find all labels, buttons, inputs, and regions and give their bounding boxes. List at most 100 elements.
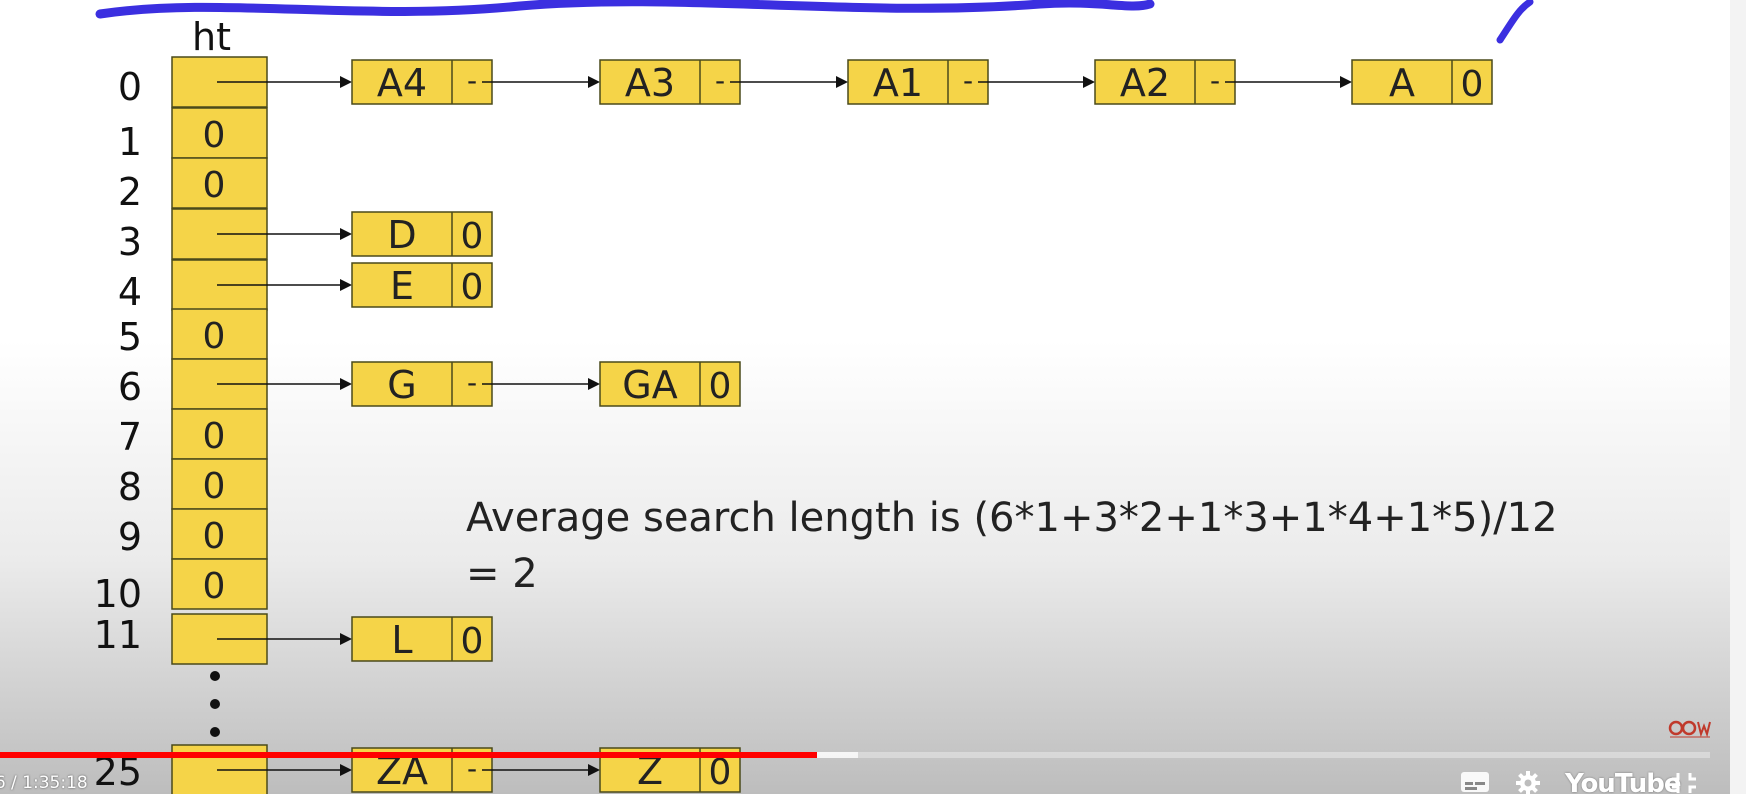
node-box <box>351 59 493 105</box>
node-link-marker: - <box>467 64 477 97</box>
arrow-head <box>588 76 600 88</box>
node-key: A3 <box>625 61 675 105</box>
node-box <box>351 211 493 257</box>
arrow-head <box>340 378 352 390</box>
chain-node: A4 - <box>351 59 493 105</box>
node-box <box>1351 59 1493 105</box>
node-link-marker: - <box>963 64 973 97</box>
row-index: 11 <box>94 613 142 657</box>
time-display: 46 / 1:35:18 <box>0 773 88 793</box>
average-formula: Average search length is (6*1+3*2+1*3+1*… <box>466 495 1558 541</box>
arrow-head <box>340 764 352 776</box>
chain-node: A3 - <box>599 59 741 105</box>
node-box <box>847 59 989 105</box>
arrow-head <box>340 76 352 88</box>
settings-gear-icon[interactable] <box>1514 769 1542 794</box>
arrow-head <box>1083 76 1095 88</box>
ocw-logo-icon <box>1668 718 1712 740</box>
arrow-head <box>588 764 600 776</box>
slot-null: 0 <box>203 316 226 357</box>
node-null: 0 <box>461 267 484 308</box>
table-slot <box>171 308 268 360</box>
ellipsis-dots <box>210 671 220 737</box>
table-slot <box>171 157 268 209</box>
ellipsis-dot <box>210 671 220 681</box>
table-slot <box>171 458 268 510</box>
node-link-marker: - <box>467 366 477 399</box>
node-box <box>599 361 741 407</box>
node-null: 0 <box>461 621 484 662</box>
slot-null: 0 <box>203 165 226 206</box>
time-current: 46 <box>0 773 6 793</box>
arrow-head <box>340 279 352 291</box>
annotation-scribble <box>95 0 1155 19</box>
arrow-head <box>836 76 848 88</box>
node-null: 0 <box>461 216 484 257</box>
node-key: G <box>387 363 416 407</box>
node-box <box>351 262 493 308</box>
row-index: 1 <box>118 120 142 164</box>
node-key: A2 <box>1120 61 1170 105</box>
row-index: 2 <box>118 170 142 214</box>
ellipsis-dot <box>210 727 220 737</box>
chain-node: A1 - <box>847 59 989 105</box>
row-index: 10 <box>94 572 142 616</box>
subtitles-icon[interactable] <box>1460 770 1490 794</box>
node-link-marker: - <box>1210 64 1220 97</box>
row-index: 4 <box>118 270 142 314</box>
arrow-head <box>1340 76 1352 88</box>
slot-null: 0 <box>203 115 226 156</box>
node-link-marker: - <box>467 752 477 785</box>
slot-null: 0 <box>203 466 226 507</box>
progress-bar[interactable] <box>0 752 1710 758</box>
node-key: A <box>1389 61 1415 105</box>
ellipsis-dot <box>210 699 220 709</box>
time-separator: / <box>5 773 23 793</box>
chain-node: A2 - <box>1094 59 1236 105</box>
node-null: 0 <box>709 752 732 793</box>
arrow-head <box>588 378 600 390</box>
table-slot <box>171 408 268 460</box>
row-index: 5 <box>118 315 142 359</box>
time-total: 1:35:18 <box>22 773 88 793</box>
node-key: A4 <box>377 61 427 105</box>
row-index: 3 <box>118 220 142 264</box>
node-box <box>599 59 741 105</box>
slot-null: 0 <box>203 416 226 457</box>
progress-played <box>0 752 818 758</box>
table-slot <box>171 558 268 610</box>
arrow-head <box>340 228 352 240</box>
chain-node: GA 0 <box>599 361 741 407</box>
table-label: ht <box>192 15 231 59</box>
page-edge <box>1730 0 1746 794</box>
row-index: 0 <box>118 65 142 109</box>
row-index: 8 <box>118 465 142 509</box>
arrow-head <box>340 633 352 645</box>
node-key: D <box>387 213 416 257</box>
node-key: GA <box>622 363 677 407</box>
exit-fullscreen-icon[interactable] <box>1670 772 1698 794</box>
annotation-stroke <box>1496 0 1534 44</box>
node-link-marker: - <box>715 64 725 97</box>
node-null: 0 <box>709 366 732 407</box>
chain-node: G- <box>351 361 493 407</box>
slot-null: 0 <box>203 516 226 557</box>
node-key: A1 <box>873 61 923 105</box>
node-box <box>351 616 493 662</box>
youtube-logo[interactable]: YouTube <box>1565 769 1681 794</box>
node-key: L <box>391 618 412 662</box>
node-key: E <box>390 264 414 308</box>
row-index: 6 <box>118 365 142 409</box>
row-index: 7 <box>118 415 142 459</box>
row-index: 9 <box>118 515 142 559</box>
node-null: 0 <box>1461 64 1484 105</box>
average-result: = 2 <box>466 551 538 597</box>
